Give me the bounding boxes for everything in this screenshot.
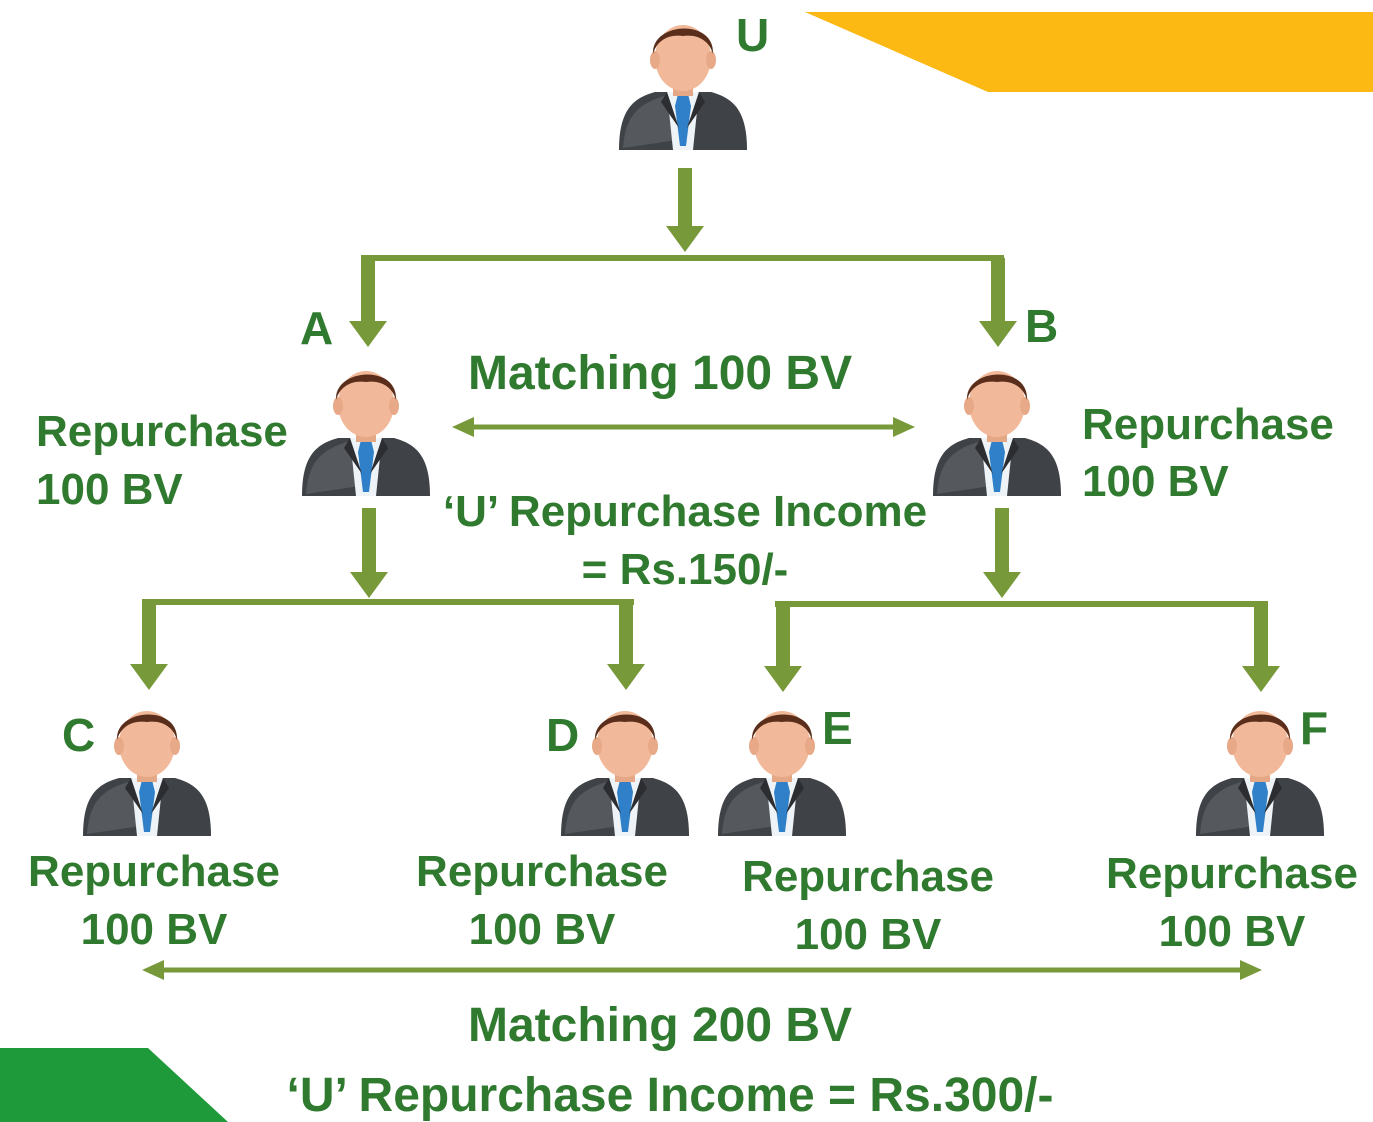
- u-down-arrow-head: [666, 226, 704, 252]
- b-down-arrow-head: [979, 321, 1017, 347]
- label-b: B: [1025, 300, 1059, 352]
- label-c: C: [62, 709, 96, 761]
- c-repurchase-label: Repurchase: [28, 847, 280, 896]
- person-d-icon: [561, 711, 689, 836]
- f-down-arrow-head: [1242, 666, 1280, 692]
- e-down-arrow-head: [764, 666, 802, 692]
- c-down-arrow-head: [130, 664, 168, 690]
- income-150-line2: = Rs.150/-: [581, 545, 789, 594]
- a-down-arrow-head: [349, 321, 387, 347]
- a-children-arrow-head: [350, 572, 388, 598]
- b-children-arrow-head: [983, 572, 1021, 598]
- person-u-icon: [619, 25, 747, 150]
- label-a: A: [300, 302, 334, 354]
- matching-200-label: Matching 200 BV: [467, 999, 853, 1052]
- b-repurchase-label: Repurchase: [1082, 400, 1334, 449]
- d-down-arrow-head: [607, 664, 645, 690]
- connector-lines: [130, 168, 1280, 980]
- c-bv-label: 100 BV: [80, 905, 228, 954]
- a-repurchase-label: Repurchase: [36, 407, 288, 456]
- matching-200-arrow-right-head: [1240, 960, 1262, 980]
- matching-200-arrow-left-head: [142, 960, 164, 980]
- person-c-icon: [83, 711, 211, 836]
- f-bv-label: 100 BV: [1158, 907, 1306, 956]
- income-150-line1: ‘U’ Repurchase Income: [442, 487, 928, 536]
- label-u: U: [736, 9, 770, 61]
- d-bv-label: 100 BV: [468, 905, 616, 954]
- person-b-icon: [933, 371, 1061, 496]
- income-300-label: ‘U’ Repurchase Income = Rs.300/-: [286, 1069, 1054, 1122]
- a-bv-label: 100 BV: [36, 465, 183, 514]
- label-e: E: [822, 702, 853, 754]
- matching-100-label: Matching 100 BV: [468, 347, 853, 400]
- orange-corner-shape: [805, 12, 1373, 92]
- label-d: D: [546, 709, 580, 761]
- label-f: F: [1300, 702, 1329, 754]
- matching-100-arrow-left-head: [452, 417, 474, 437]
- green-corner-shape: [0, 1048, 228, 1122]
- d-repurchase-label: Repurchase: [416, 847, 668, 896]
- e-bv-label: 100 BV: [794, 910, 942, 959]
- person-a-icon: [302, 371, 430, 496]
- matching-100-arrow-right-head: [893, 417, 915, 437]
- f-repurchase-label: Repurchase: [1106, 849, 1358, 898]
- e-repurchase-label: Repurchase: [742, 852, 994, 901]
- b-bv-label: 100 BV: [1082, 457, 1229, 506]
